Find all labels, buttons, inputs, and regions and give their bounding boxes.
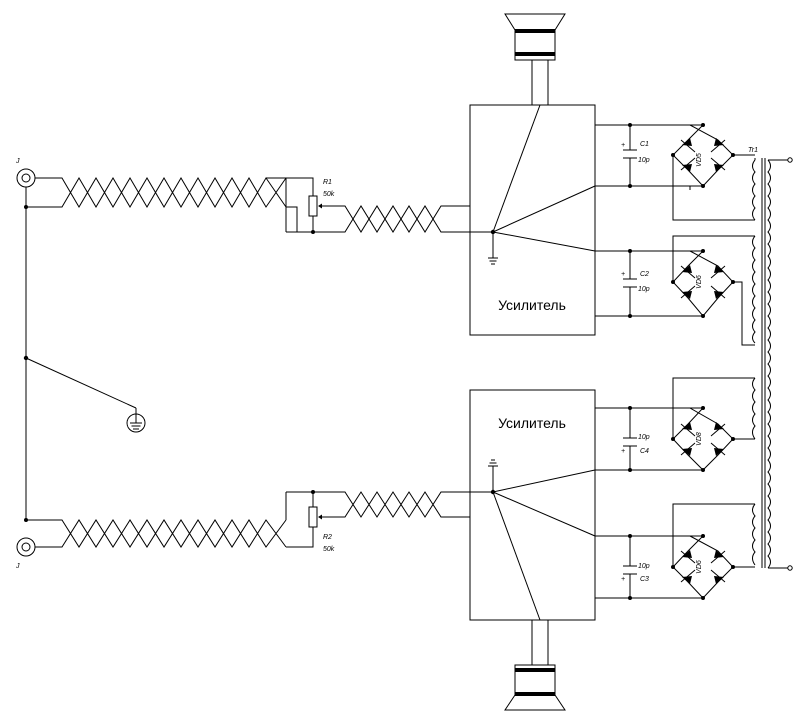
amplifier-top-label: Усилитель — [498, 297, 566, 313]
c1-plus: + — [621, 142, 625, 149]
c2-value: 10p — [638, 286, 650, 293]
capacitor-c3: 10p + C3 — [621, 536, 650, 598]
twisted-pair-cable-top — [45, 177, 298, 233]
amplifier-block-bottom: Усилитель — [469, 389, 596, 621]
jack-bottom-ref: J — [15, 563, 20, 570]
r1-value: 50k — [323, 191, 335, 198]
vd5-ref: VD5 — [696, 153, 703, 167]
c2-plus: + — [621, 271, 625, 278]
c3-ref: C3 — [640, 576, 649, 583]
transformer-tr1: Tr1 — [748, 147, 793, 571]
c4-plus: + — [621, 448, 625, 455]
r1-ref: R1 — [323, 179, 332, 186]
capacitor-c4: 10p + C4 — [621, 408, 650, 470]
speaker-bottom-icon — [504, 620, 566, 711]
left-common-wiring — [23, 177, 137, 548]
diode-bridge-vd6-top: VD6 — [671, 235, 755, 346]
diode-bridge-vd6-bottom: VD6 — [671, 503, 755, 600]
potentiometer-r1: R1 50k — [286, 177, 335, 234]
r2-ref: R2 — [323, 534, 332, 541]
r2-value: 50k — [323, 546, 335, 553]
diode-bridge-vd8: VD8 — [671, 377, 755, 472]
potentiometer-r2: R2 50k — [286, 490, 335, 553]
twisted-pair-cable-bottom — [45, 492, 297, 548]
c1-ref: C1 — [640, 141, 649, 148]
c4-value: 10p — [638, 434, 650, 441]
input-jack-bottom: J — [15, 537, 36, 570]
twisted-pair-short-bottom — [313, 491, 470, 518]
vd6-top-ref: VD6 — [696, 275, 703, 289]
jack-top-ref: J — [15, 158, 20, 165]
twisted-pair-short-top — [313, 205, 470, 233]
c3-plus: + — [621, 576, 625, 583]
amplifier-block-top: Усилитель — [469, 104, 596, 336]
input-jack-top: J — [15, 158, 36, 188]
c2-ref: C2 — [640, 271, 649, 278]
vd6-bottom-ref: VD6 — [696, 560, 703, 574]
vd8-ref: VD8 — [696, 432, 703, 446]
amplifier-bottom-label: Усилитель — [498, 415, 566, 431]
chassis-ground-icon — [126, 413, 146, 433]
c4-ref: C4 — [640, 448, 649, 455]
tr1-ref: Tr1 — [748, 147, 758, 154]
capacitor-c1: + C1 10p — [621, 125, 650, 186]
c1-value: 10p — [638, 157, 650, 164]
speaker-top-icon — [504, 13, 566, 105]
power-rails-top — [595, 123, 691, 318]
c3-value: 10p — [638, 563, 650, 570]
capacitor-c2: + C2 10p — [621, 251, 650, 316]
diode-bridge-vd5: VD5 — [671, 123, 755, 221]
